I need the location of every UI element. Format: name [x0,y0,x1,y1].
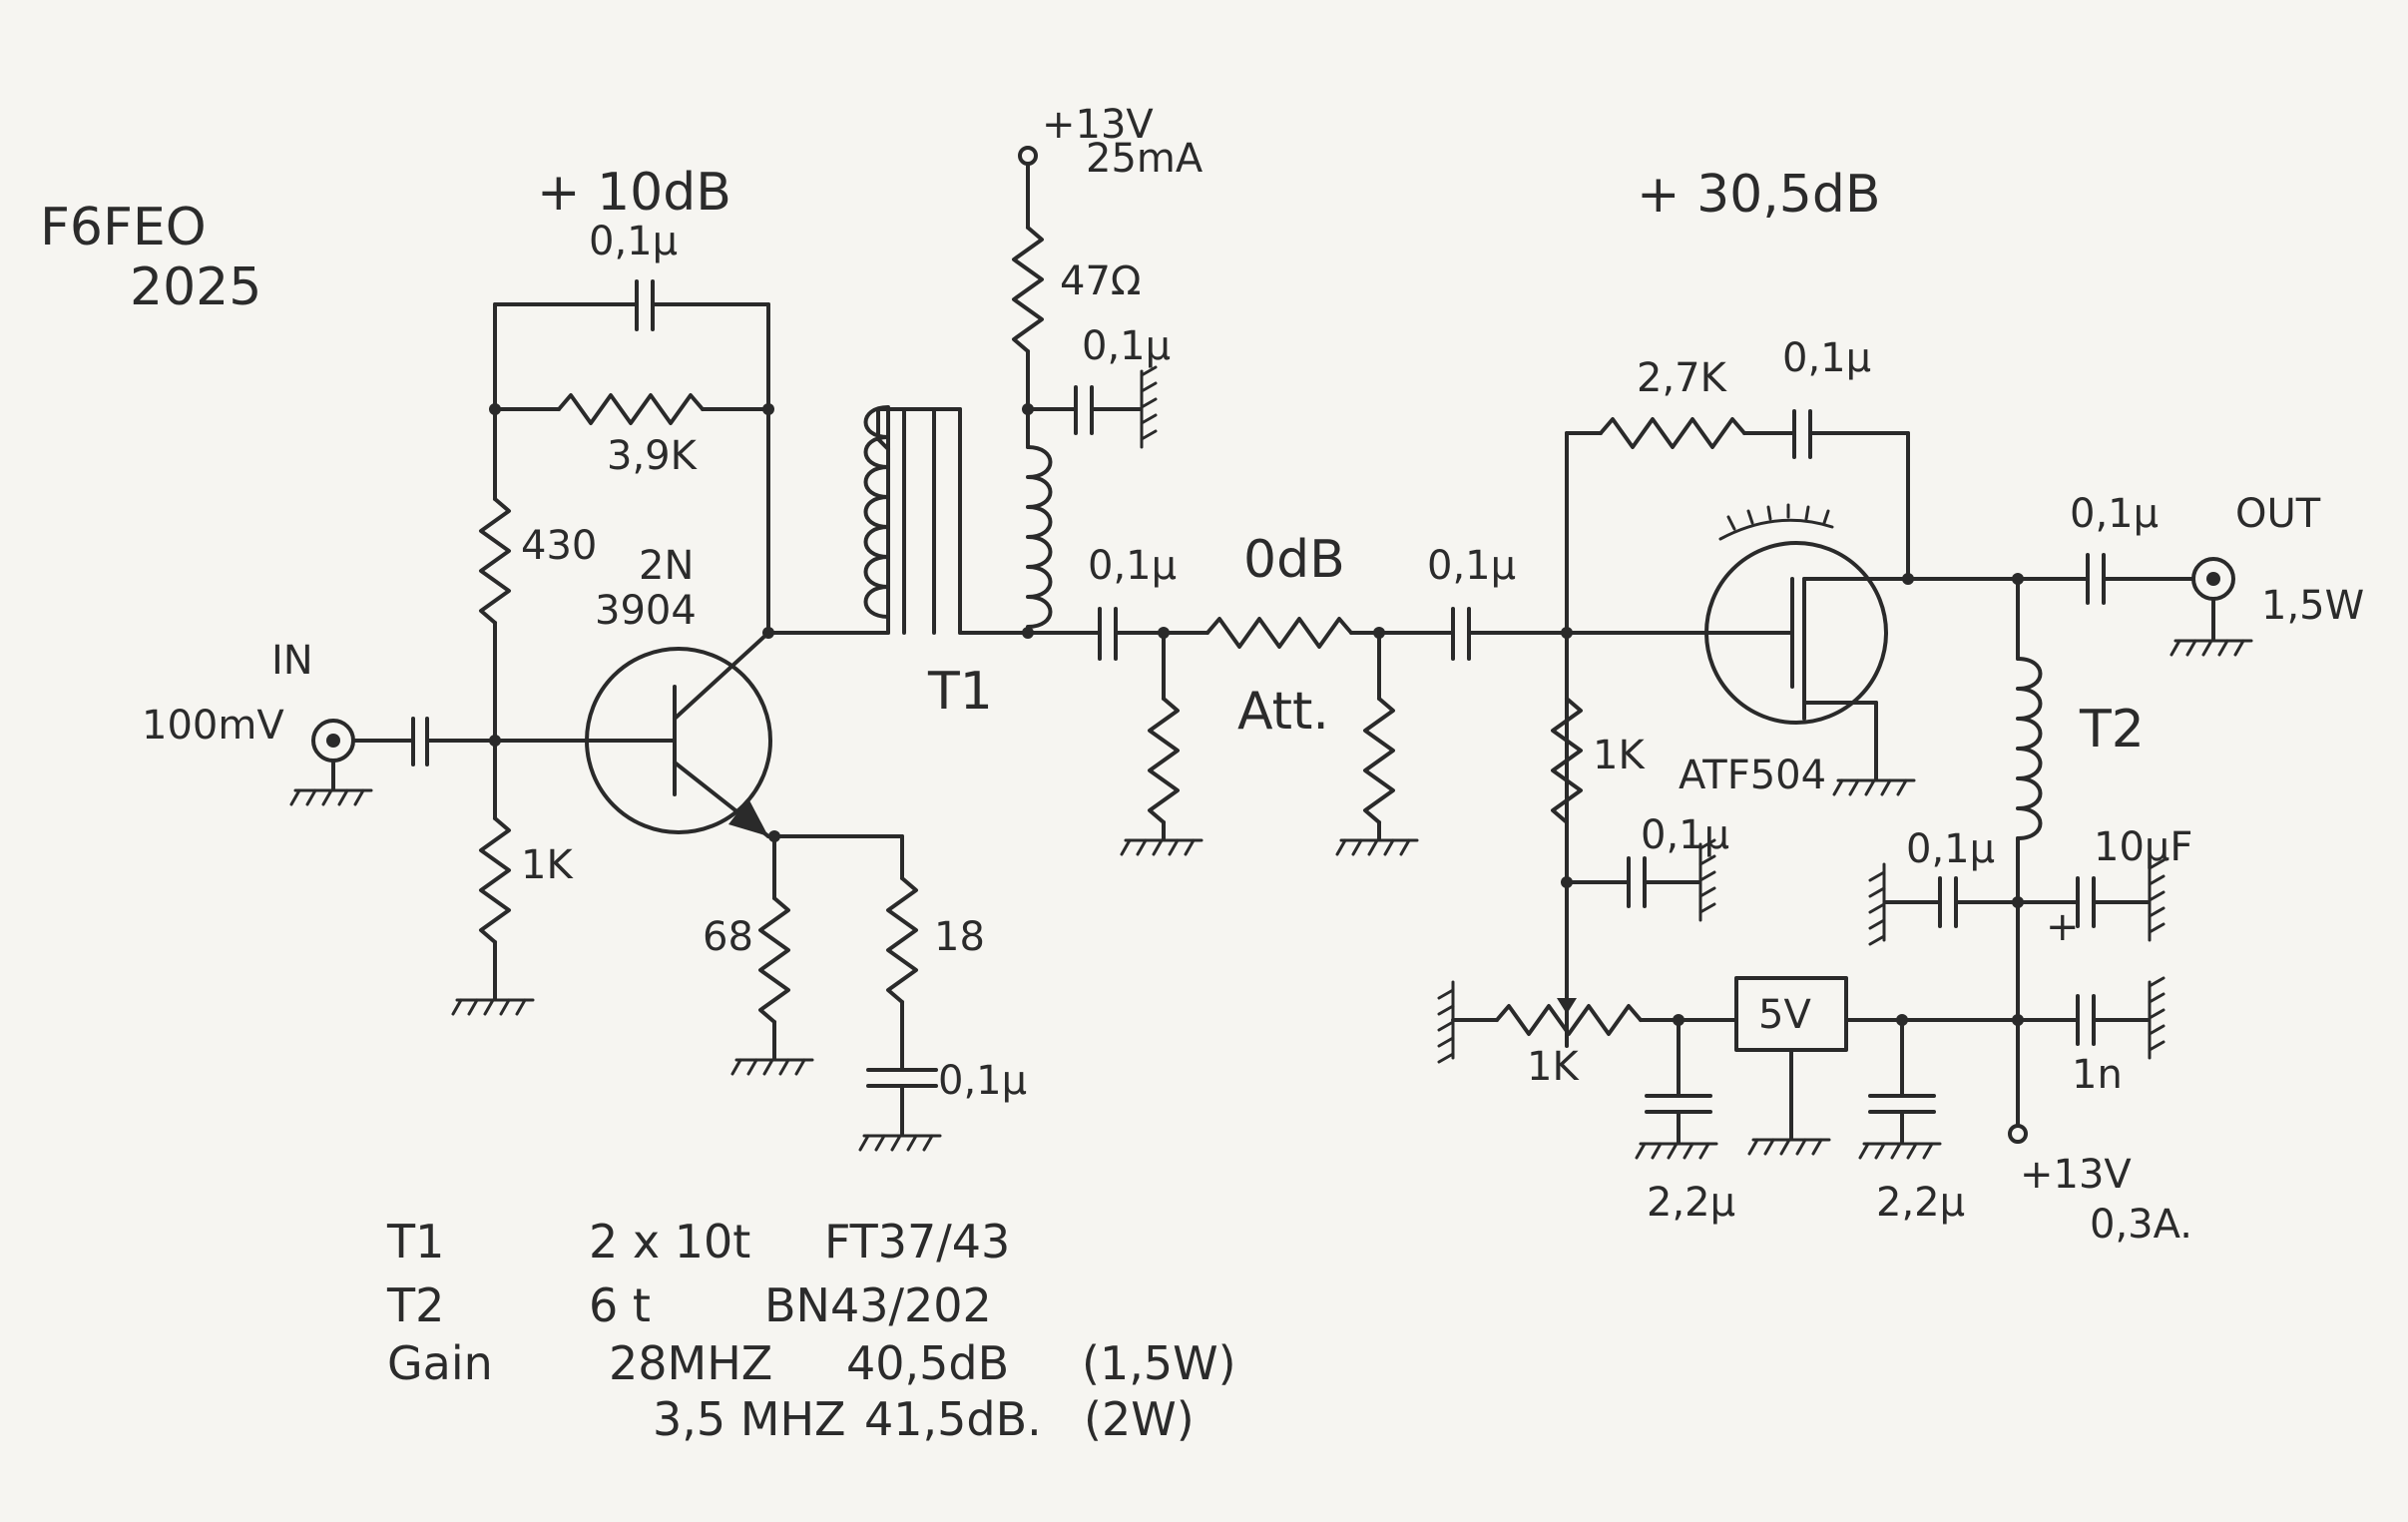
resistor-430 [479,497,511,625]
bypass-cap-1n [2076,994,2096,1046]
stage1-feedback-cap-label: 0,1µ [589,219,678,264]
attenuator-gain: 0dB [1243,530,1345,590]
transistor-label-a: 2N [639,543,694,589]
coupling-cap-label: 0,1µ [1088,543,1177,589]
supply1-decoupling: 0,1µ [1082,323,1171,369]
stage2-feedback-res-label: 2,7K [1637,355,1728,401]
attenuator-shunt-2 [1363,697,1395,824]
svg-text:+: + [2046,904,2080,950]
emitter-capacitor [866,1068,938,1088]
callsign: F6FEO [40,198,207,257]
gate-cap-label: 0,1µ [1641,812,1729,858]
supply-terminal-1 [1018,146,1038,166]
attenuator-shunt-1 [1148,697,1180,824]
feedback-resistor-1 [557,393,705,425]
supply1-current: 25mA [1086,136,1204,182]
attenuator-cap-label: 0,1µ [1427,543,1516,589]
stage2-feedback-cap-label: 0,1µ [1782,335,1871,381]
note-g1-value: 40,5dB [846,1336,1009,1390]
gate-resistor-1k [1551,697,1583,824]
emitter-res-b-label: 18 [934,914,985,960]
note-g2-value: 41,5dB. [864,1392,1042,1446]
transistor-label-b: 3904 [595,588,697,634]
note-g2-freq: 3,5 MHZ [653,1392,846,1446]
supply1-resistor: 47Ω [1060,258,1141,304]
transistor-2n3904 [585,631,772,838]
note-t1-name: T1 [386,1215,444,1268]
output-connector [2169,557,2253,657]
year: 2025 [130,257,261,317]
output-capacitor [2086,553,2106,605]
note-gain-label: Gain [387,1336,493,1390]
input-capacitor [411,717,429,766]
supply-terminal-2 [2008,1124,2028,1144]
supply2-current: 0,3A. [2090,1202,2192,1248]
resistor-1k-bias [479,816,511,944]
reg-cap-in-label: 2,2µ [1647,1180,1735,1226]
attenuator-series [1205,617,1353,649]
note-g2-power: (2W) [1084,1392,1195,1446]
supply2-voltage: +13V [2020,1152,2132,1198]
reg-cap-out-label: 2,2µ [1876,1180,1965,1226]
resistor-68 [758,896,790,1024]
fet-label: ATF504 [1679,753,1826,798]
transformer-t2 [2016,657,2043,840]
regulator-label: 5V [1758,992,1811,1038]
stage1-gain: + 10dB [537,163,731,223]
coupling-capacitor-1 [1098,607,1118,661]
note-t2-core: BN43/202 [764,1278,992,1332]
note-t1-turns: 2 x 10t [589,1215,750,1268]
pot-label: 1K [1527,1044,1580,1090]
stage1-feedback-res-label: 3,9K [607,433,699,479]
gate-capacitor [1627,856,1647,908]
note-g1-power: (1,5W) [1082,1336,1236,1390]
bypass3-label: 1n [2072,1052,2123,1098]
bypass2-label: 10µF [2094,824,2192,870]
supply-decoupling-cap [1074,385,1094,435]
bypass-cap-10uf: + [2046,876,2096,950]
output-power: 1,5W [2261,583,2364,629]
regulator-input-cap [1645,1094,1712,1114]
input-connector [289,719,373,806]
gate-res-label: 1K [1593,733,1646,778]
emitter-cap-label: 0,1µ [938,1058,1027,1104]
input-level: 100mV [142,703,284,749]
resistor-47ohm [1012,226,1044,353]
note-t2-turns: 6 t [589,1278,651,1332]
note-t2-name: T2 [386,1278,444,1332]
note-t1-core: FT37/43 [824,1215,1010,1268]
bypass-cap-0-1u [1938,876,1958,928]
emitter-res-a-label: 68 [703,914,753,960]
regulator-output-cap [1868,1094,1936,1114]
bias-bottom-label: 1K [521,842,574,888]
coupling-capacitor-2 [1451,607,1471,661]
transformer-t1 [863,405,1053,635]
transistor-atf504 [1704,503,1910,725]
resistor-18 [886,876,918,1004]
feedback-capacitor-2 [1792,409,1812,459]
potentiometer-1k [1495,1004,1643,1036]
attenuator-label: Att. [1237,682,1329,742]
output-cap-label: 0,1µ [2070,491,2159,537]
bypass1-label: 0,1µ [1906,826,1995,872]
note-g1-freq: 28MHZ [609,1336,772,1390]
feedback-resistor-2 [1599,417,1746,449]
t2-label: T2 [2079,700,2145,760]
stage2-gain: + 30,5dB [1637,165,1881,225]
t1-label: T1 [927,662,993,722]
output-label: OUT [2235,491,2321,537]
supply1-voltage: +13V [1042,102,1154,148]
bias-top-label: 430 [521,523,597,569]
feedback-capacitor-1 [635,279,655,331]
input-label: IN [271,638,313,684]
